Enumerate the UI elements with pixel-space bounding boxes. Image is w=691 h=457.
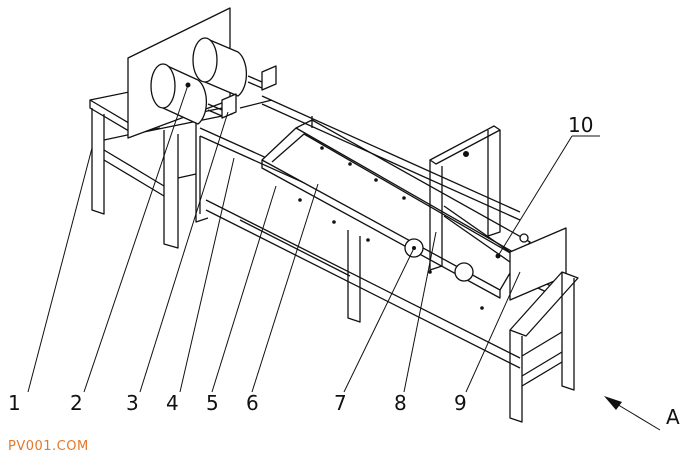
view-arrow (604, 396, 661, 431)
upright-frame (429, 125, 501, 271)
part-label-4: 4 (166, 391, 179, 415)
part-label-10: 10 (568, 113, 593, 137)
leader-lines (27, 84, 600, 393)
part-label-1: 1 (8, 391, 21, 415)
part-label-5: 5 (206, 391, 219, 415)
right-support-table (509, 271, 579, 423)
part-label-7: 7 (334, 391, 347, 415)
part-label-9: 9 (454, 391, 467, 415)
part-label-2: 2 (70, 391, 83, 415)
view-arrow-label: A (666, 405, 680, 429)
part-label-6: 6 (246, 391, 259, 415)
slide-trough (261, 116, 531, 310)
part-label-8: 8 (394, 391, 407, 415)
part-label-3: 3 (126, 391, 139, 415)
upper-roller (192, 37, 277, 97)
watermark-logo: PV001.COM (8, 439, 89, 454)
